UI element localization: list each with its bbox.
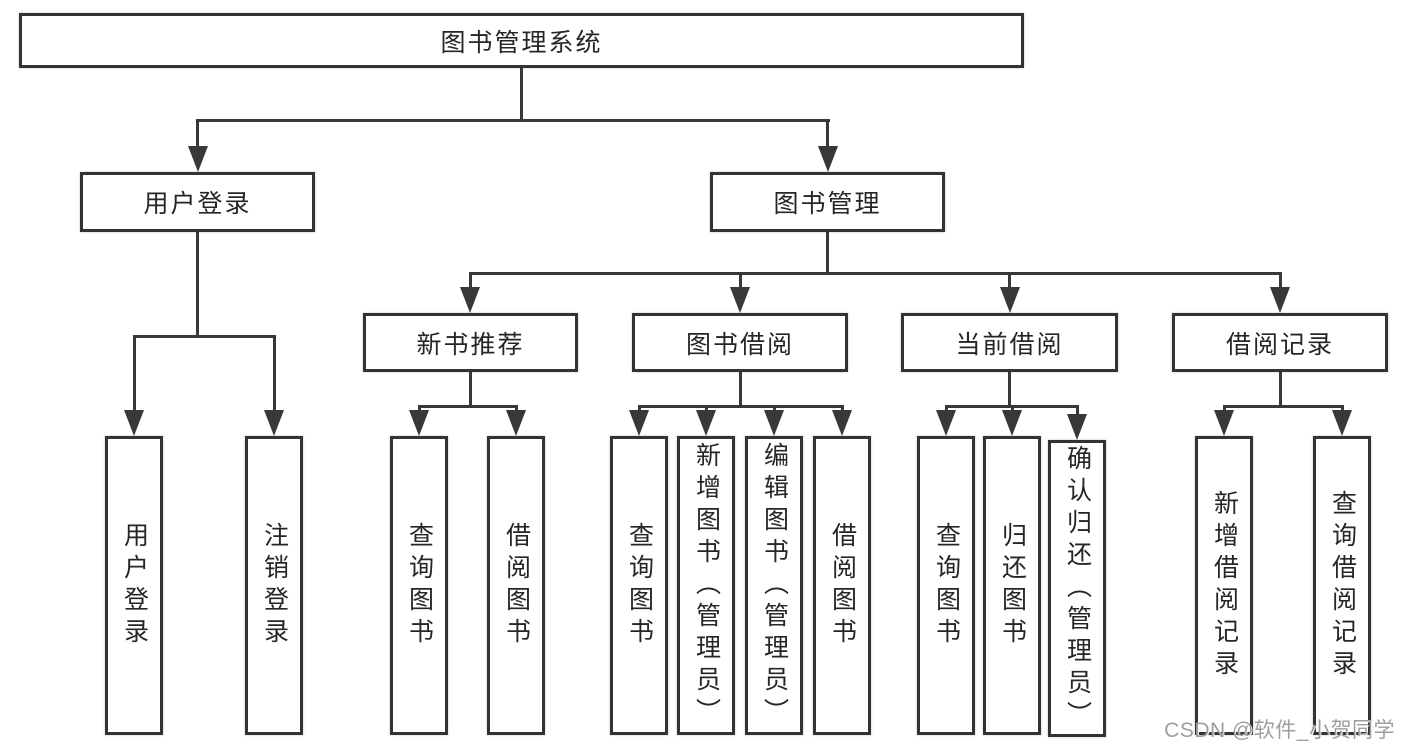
connector-line <box>468 275 472 291</box>
arrow-down-icon <box>1067 414 1087 440</box>
connector-line <box>272 338 276 414</box>
arrow-down-icon <box>506 410 526 436</box>
connector-line <box>826 122 829 150</box>
node-label: 当前借阅 <box>955 330 1064 359</box>
arrow-down-icon <box>409 410 429 436</box>
arrow-down-icon <box>1002 410 1022 436</box>
arrow-down-icon <box>1270 287 1290 313</box>
connector-line <box>1278 372 1282 408</box>
arrow-down-icon <box>1332 410 1352 436</box>
connector-line <box>132 335 276 338</box>
connector-line <box>132 338 136 414</box>
arrow-down-icon <box>460 287 480 313</box>
node-book-management: 图书管理 <box>710 172 945 232</box>
arrow-down-icon <box>629 410 649 436</box>
node-label: 查询借阅记录 <box>1328 489 1357 682</box>
node-label: 借阅记录 <box>1225 330 1334 359</box>
node-label: 查询图书 <box>932 521 961 650</box>
connector-line <box>1075 408 1079 416</box>
node-leaf-borrow-book-2: 借阅图书 <box>813 436 871 735</box>
node-label: 新书推荐 <box>416 330 525 359</box>
node-library-system: 图书管理系统 <box>19 13 1024 68</box>
node-leaf-add-book: 新增图书（管理员） <box>677 436 735 735</box>
connector-line <box>738 372 742 408</box>
node-label: 图书管理系统 <box>440 28 603 57</box>
node-label: 确认归还（管理员） <box>1063 444 1092 733</box>
node-leaf-borrow-book-1: 借阅图书 <box>487 436 545 735</box>
node-leaf-user-login: 用户登录 <box>105 436 163 735</box>
connector-line <box>637 405 844 408</box>
arrow-down-icon <box>764 410 784 436</box>
connector-line <box>944 405 1079 408</box>
node-leaf-add-record: 新增借阅记录 <box>1195 436 1253 735</box>
node-label: 新增借阅记录 <box>1210 489 1239 682</box>
arrow-down-icon <box>936 410 956 436</box>
arrow-down-icon <box>832 410 852 436</box>
connector-line <box>468 272 1282 275</box>
node-leaf-confirm-return: 确认归还（管理员） <box>1048 440 1106 737</box>
node-label: 借阅图书 <box>828 521 857 650</box>
node-label: 查询图书 <box>405 521 434 650</box>
node-label: 借阅图书 <box>502 521 531 650</box>
node-new-book-recommend: 新书推荐 <box>363 313 578 372</box>
node-current-borrowing: 当前借阅 <box>901 313 1118 372</box>
connector-line <box>1222 405 1344 408</box>
node-label: 注销登录 <box>260 521 289 650</box>
connector-line <box>1008 372 1011 408</box>
arrow-down-icon <box>999 287 1020 313</box>
node-label: 归还图书 <box>998 521 1027 650</box>
node-leaf-query-book-3: 查询图书 <box>917 436 975 735</box>
node-leaf-query-book-2: 查询图书 <box>610 436 668 735</box>
node-label: 用户登录 <box>120 521 149 650</box>
node-user-login: 用户登录 <box>80 172 315 232</box>
node-label: 查询图书 <box>625 521 654 650</box>
arrow-down-icon <box>124 410 144 436</box>
node-label: 新增图书（管理员） <box>692 441 721 730</box>
connector-line <box>196 119 830 122</box>
connector-line <box>417 405 518 408</box>
node-label: 用户登录 <box>143 190 252 218</box>
arrow-down-icon <box>696 410 716 436</box>
node-leaf-logout: 注销登录 <box>245 436 303 735</box>
node-label: 编辑图书（管理员） <box>760 441 789 730</box>
node-leaf-edit-book: 编辑图书（管理员） <box>745 436 803 735</box>
arrow-down-icon <box>1214 410 1234 436</box>
connector-line <box>826 232 829 275</box>
arrow-down-icon <box>817 146 838 172</box>
arrow-down-icon <box>730 287 750 313</box>
node-leaf-return-book: 归还图书 <box>983 436 1041 735</box>
connector-line <box>1278 275 1282 291</box>
node-book-borrowing: 图书借阅 <box>632 313 848 372</box>
connector-line <box>196 232 199 338</box>
connector-line <box>468 372 472 408</box>
connector-line <box>520 68 523 122</box>
arrow-down-icon <box>264 410 284 436</box>
node-label: 图书借阅 <box>685 330 794 359</box>
arrow-down-icon <box>187 146 208 172</box>
node-leaf-query-record: 查询借阅记录 <box>1313 436 1371 735</box>
connector-line <box>738 275 742 291</box>
connector-line <box>196 122 199 150</box>
node-leaf-query-book-1: 查询图书 <box>390 436 448 735</box>
node-borrowing-records: 借阅记录 <box>1172 313 1388 372</box>
connector-line <box>1008 275 1011 291</box>
node-label: 图书管理 <box>773 190 882 218</box>
